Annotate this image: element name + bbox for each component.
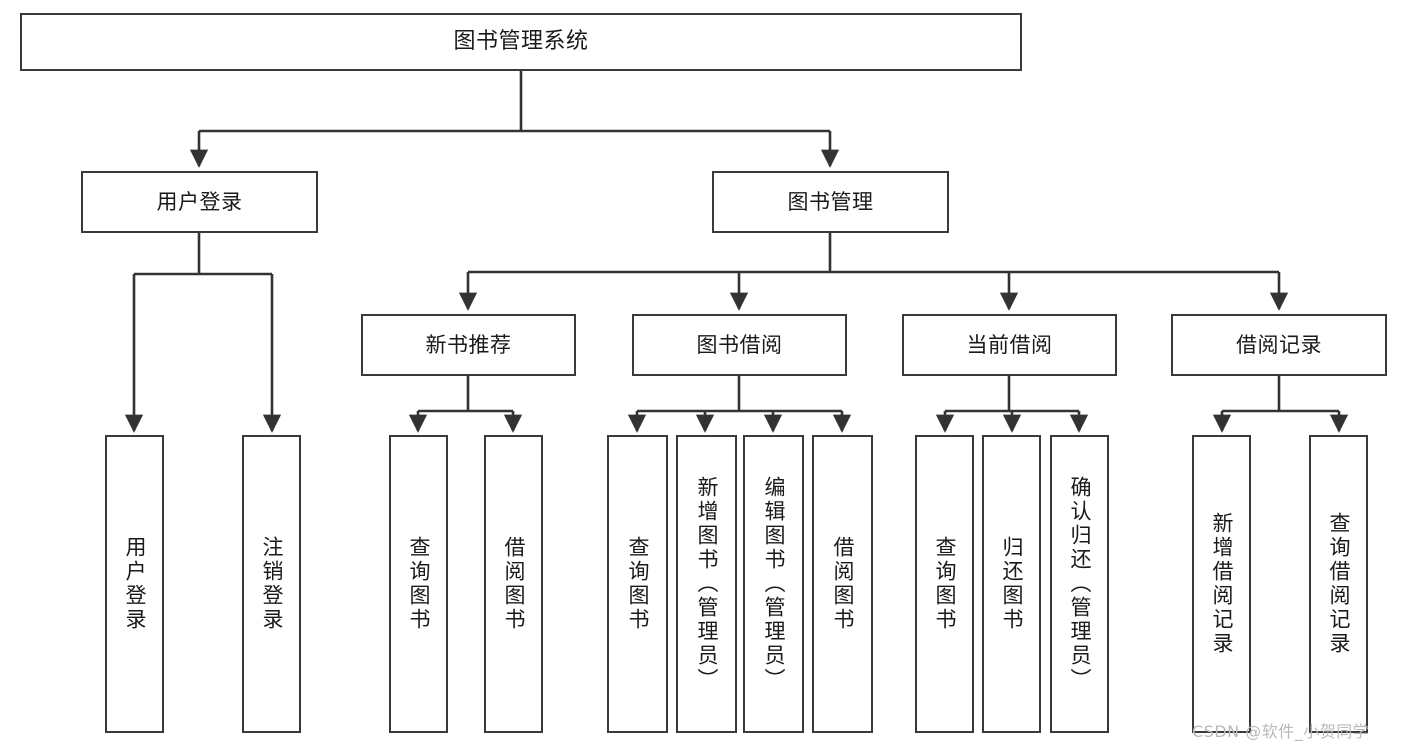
node-book-manage[interactable]: 图书管理: [712, 171, 949, 233]
node-book-borrow-label: 图书借阅: [696, 332, 783, 357]
node-new-book-recommend-label: 新书推荐: [425, 332, 512, 357]
node-current-borrow-label: 当前借阅: [966, 332, 1053, 357]
node-current-borrow[interactable]: 当前借阅: [902, 314, 1117, 376]
node-leaf-query-book-3[interactable]: 查询图书: [915, 435, 974, 733]
node-leaf-query-book-1-label: 查询图书: [407, 536, 431, 632]
node-leaf-confirm-return[interactable]: 确认归还（管理员）: [1050, 435, 1109, 733]
node-leaf-borrow-book-1-label: 借阅图书: [502, 536, 526, 632]
node-root-label: 图书管理系统: [453, 29, 589, 55]
node-book-manage-label: 图书管理: [787, 189, 874, 214]
node-leaf-borrow-book-1[interactable]: 借阅图书: [484, 435, 543, 733]
node-leaf-user-logout-label: 注销登录: [260, 536, 284, 632]
node-leaf-user-login[interactable]: 用户登录: [105, 435, 164, 733]
node-user-login[interactable]: 用户登录: [81, 171, 318, 233]
node-root[interactable]: 图书管理系统: [20, 13, 1022, 71]
node-leaf-query-record[interactable]: 查询借阅记录: [1309, 435, 1368, 733]
node-leaf-return-book[interactable]: 归还图书: [982, 435, 1041, 733]
node-leaf-borrow-book-2[interactable]: 借阅图书: [812, 435, 873, 733]
node-leaf-return-book-label: 归还图书: [1000, 536, 1024, 632]
node-leaf-add-record-label: 新增借阅记录: [1210, 512, 1234, 656]
node-new-book-recommend[interactable]: 新书推荐: [361, 314, 576, 376]
node-borrow-record-label: 借阅记录: [1236, 332, 1322, 357]
node-leaf-confirm-return-label: 确认归还（管理员）: [1068, 476, 1092, 692]
node-leaf-query-book-3-label: 查询图书: [933, 536, 957, 632]
node-book-borrow[interactable]: 图书借阅: [632, 314, 847, 376]
node-leaf-query-record-label: 查询借阅记录: [1327, 512, 1351, 656]
node-leaf-add-book[interactable]: 新增图书（管理员）: [676, 435, 737, 733]
node-leaf-query-book-2-label: 查询图书: [626, 536, 650, 632]
node-leaf-query-book-1[interactable]: 查询图书: [389, 435, 448, 733]
node-user-login-label: 用户登录: [156, 189, 243, 214]
node-borrow-record[interactable]: 借阅记录: [1171, 314, 1387, 376]
node-leaf-borrow-book-2-label: 借阅图书: [831, 536, 855, 632]
node-leaf-edit-book-label: 编辑图书（管理员）: [762, 476, 786, 692]
node-leaf-query-book-2[interactable]: 查询图书: [607, 435, 668, 733]
node-leaf-edit-book[interactable]: 编辑图书（管理员）: [743, 435, 804, 733]
node-leaf-user-logout[interactable]: 注销登录: [242, 435, 301, 733]
node-leaf-user-login-label: 用户登录: [123, 536, 147, 632]
node-leaf-add-record[interactable]: 新增借阅记录: [1192, 435, 1251, 733]
node-leaf-add-book-label: 新增图书（管理员）: [695, 476, 719, 692]
